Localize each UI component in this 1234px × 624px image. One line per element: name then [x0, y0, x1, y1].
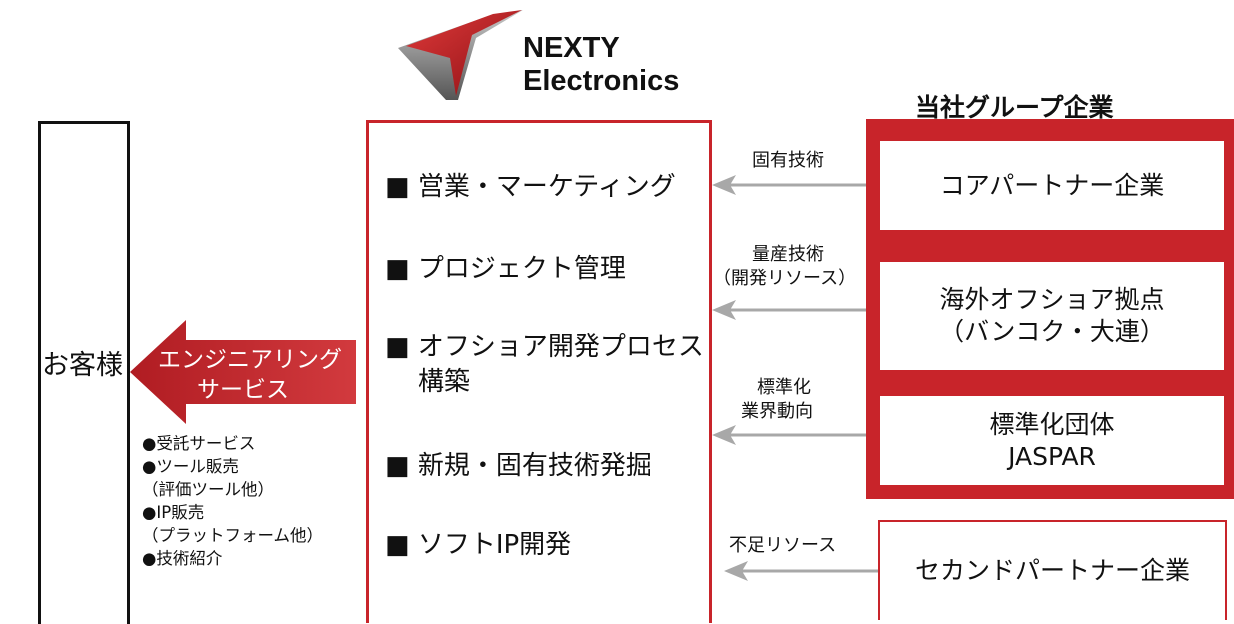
partner-box-offshore: 海外オフショア拠点 （バンコク・大連） — [880, 262, 1224, 370]
function-item-new-tech: ■ 新規・固有技術発掘 — [385, 451, 652, 481]
service-list: ●受託サービス ●ツール販売 （評価ツール他） ●IP販売 （プラットフォーム他… — [142, 432, 323, 570]
logo-text-electronics: Electronics — [523, 65, 680, 97]
logo-text-nexty: NEXTY — [523, 32, 620, 64]
arrow-label-line1: エンジニアリング — [158, 347, 342, 373]
flow-arrow-3 — [712, 425, 866, 445]
partner-box-second: セカンドパートナー企業 — [878, 520, 1227, 620]
customer-box — [38, 121, 130, 624]
flow-arrow-4 — [724, 561, 878, 581]
group-companies-title: 当社グループ企業 — [915, 93, 1114, 122]
function-item-sales-marketing: ■ 営業・マーケティング — [385, 172, 676, 202]
service-item: ●IP販売 — [142, 503, 205, 522]
flow-arrows — [712, 175, 878, 581]
function-item-project-management: ■ プロジェクト管理 — [385, 254, 626, 284]
flow-label-standardization: 標準化 — [757, 377, 811, 398]
partner-label: 標準化団体 — [989, 409, 1115, 439]
service-item: ●受託サービス — [142, 434, 256, 453]
partner-label: コアパートナー企業 — [939, 170, 1165, 200]
partner-label: 海外オフショア拠点 — [939, 285, 1165, 314]
flow-arrow-1 — [712, 175, 866, 195]
flow-label-dev-resources: （開発リソース） — [713, 268, 857, 289]
function-item-offshore-process-cont: 構築 — [418, 367, 471, 397]
function-item-soft-ip: ■ ソフトIP開発 — [385, 530, 572, 560]
nexty-functions-box — [366, 120, 712, 623]
engineering-service-arrow — [130, 320, 356, 424]
service-item-note: （プラットフォーム他） — [142, 526, 324, 545]
function-item-offshore-process: ■ オフショア開発プロセス — [385, 332, 704, 362]
flow-label-mass-production: 量産技術 — [752, 244, 824, 265]
partner-box-standards: 標準化団体 JASPAR — [880, 396, 1224, 485]
service-item: ●技術紹介 — [142, 549, 223, 568]
partner-box-core: コアパートナー企業 — [880, 141, 1224, 230]
partner-label: セカンドパートナー企業 — [914, 556, 1190, 585]
service-item-note: （評価ツール他） — [142, 480, 274, 499]
flow-arrow-2 — [712, 300, 866, 320]
service-item: ●ツール販売 — [142, 457, 239, 476]
arrow-label-line2: サービス — [197, 377, 289, 403]
nexty-logo-icon — [398, 10, 523, 100]
customer-label: お客様 — [42, 350, 123, 381]
partner-label-sub: JASPAR — [1008, 441, 1096, 471]
flow-label-proprietary-tech: 固有技術 — [752, 150, 824, 171]
partner-label-sub: （バンコク・大連） — [939, 317, 1165, 346]
flow-label-shortage-resources: 不足リソース — [729, 535, 837, 556]
flow-label-industry-trends: 業界動向 — [741, 401, 813, 422]
